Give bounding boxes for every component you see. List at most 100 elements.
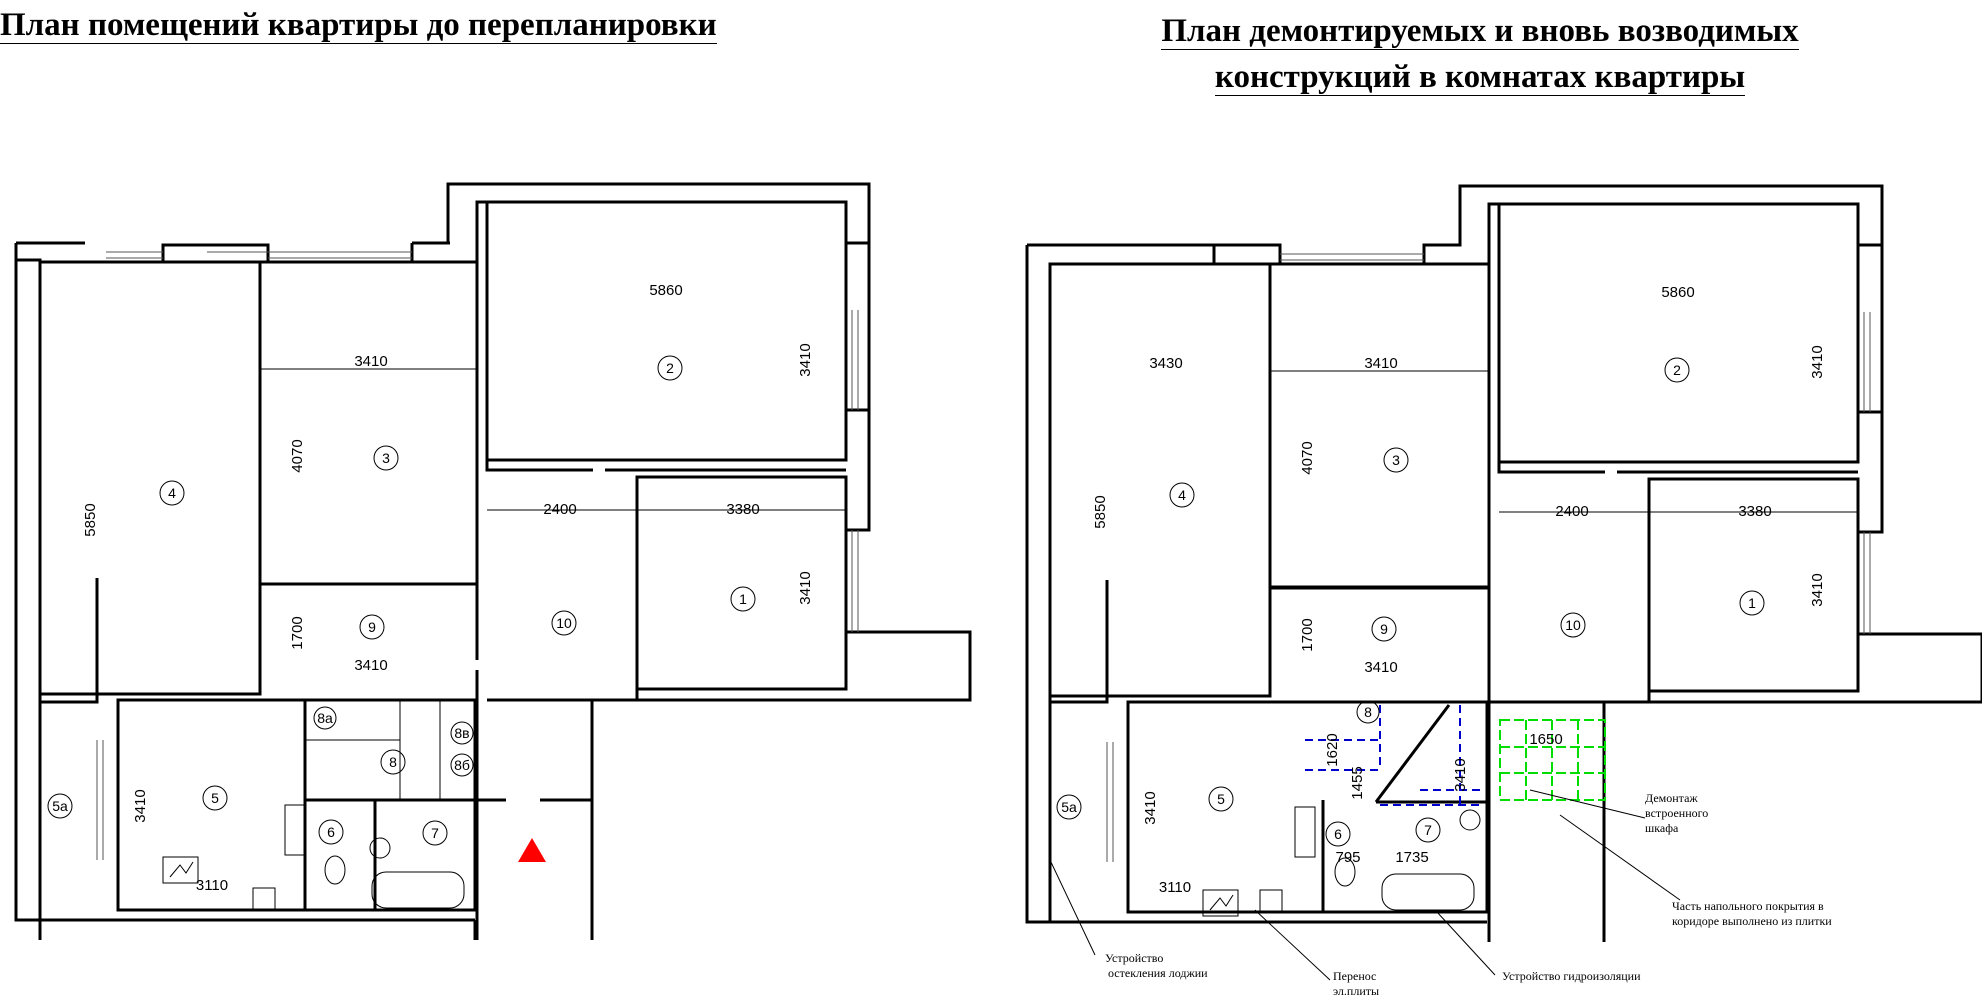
- left-room-7: 7: [431, 825, 439, 841]
- left-room-circle-9: [359, 614, 385, 640]
- left-room-9: 9: [368, 619, 376, 635]
- right-room-circle-4: [1169, 482, 1195, 508]
- left-room-circle-8: [380, 749, 406, 775]
- right-room-circle-6: [1325, 821, 1351, 847]
- right-dim-2400: 2400: [1555, 503, 1588, 520]
- right-dim-5850: 5850: [1092, 495, 1109, 528]
- right-room-circle-10: [1560, 612, 1586, 638]
- right-corridor-wall: [1050, 462, 1858, 942]
- right-bath-block: [1126, 700, 1489, 914]
- right-plan-title: План демонтируемых и вновь возводимых ко…: [1080, 8, 1880, 100]
- left-washer-icon: [284, 804, 306, 856]
- left-room-3: 3: [382, 450, 390, 466]
- left-main-outline: [38, 182, 871, 940]
- left-room-circle-2: [657, 355, 683, 381]
- left-room-circle-4: [159, 480, 185, 506]
- right-room-3: 3: [1392, 452, 1400, 468]
- left-bath-block: [116, 698, 477, 912]
- right-toilet-icon: [1334, 857, 1356, 887]
- left-room-4: 4: [168, 485, 176, 501]
- right-room-circle-7: [1415, 817, 1441, 843]
- left-wet-zone: [303, 700, 592, 910]
- right-dim-3430: 3430: [1149, 355, 1182, 372]
- right-dim-4070: 4070: [1299, 441, 1316, 474]
- left-room-8a: 8а: [317, 710, 333, 726]
- left-dim-3410-room3: 3410: [354, 353, 387, 370]
- left-room-8: 8: [389, 754, 397, 770]
- left-room-8v: 8в: [454, 725, 469, 741]
- left-interior-lines: [260, 368, 846, 800]
- right-room2-walls: [1497, 202, 1860, 464]
- right-stove-icon: [1202, 889, 1239, 917]
- left-room-circle-1: [730, 586, 756, 612]
- right-washer-icon: [1294, 806, 1316, 858]
- right-plan-title-line1: План демонтируемых и вновь возводимых: [1161, 13, 1799, 50]
- right-room3-walls: [1268, 262, 1491, 590]
- left-plan-title: План помещений квартиры до перепланировк…: [0, 2, 890, 48]
- note-demontazh-line3: шкафа: [1645, 821, 1679, 835]
- right-room-5a: 5а: [1061, 799, 1077, 815]
- right-plan-title-line2: конструкций в комнатах квартиры: [1214, 59, 1746, 96]
- right-dim-1735: 1735: [1395, 849, 1428, 866]
- left-dim-3410-room1: 3410: [797, 571, 814, 604]
- right-right-wall: [1602, 243, 1982, 942]
- right-dim-1620: 1620: [1324, 733, 1341, 766]
- left-right-wall: [590, 241, 972, 940]
- note-stove-line2: эл.плиты: [1333, 984, 1379, 998]
- left-room-circle-6: [318, 819, 344, 845]
- left-floor-plan: 5860 3410 3410 4070 5850 2400 3380 3410 …: [14, 182, 972, 940]
- right-floor-plan: 5860 3410 3430 3410 4070 5850 2400 3380 …: [1025, 184, 1982, 998]
- left-room-circle-7: [422, 820, 448, 846]
- left-dim-4070: 4070: [289, 439, 306, 472]
- left-bathtub-icon: [371, 871, 465, 909]
- left-dim-5860: 5860: [649, 282, 682, 299]
- right-wet-zone: [1321, 704, 1487, 912]
- left-room-5: 5: [211, 790, 219, 806]
- left-windows: [96, 251, 859, 860]
- note-floor-line1: Часть напольного покрытия в: [1672, 899, 1824, 913]
- entrance-marker-icon: [518, 838, 546, 862]
- right-room-10: 10: [1565, 617, 1581, 633]
- right-windows: [1106, 253, 1871, 862]
- right-stove-icon-mark: [1209, 894, 1234, 911]
- right-dim-1700: 1700: [1299, 618, 1316, 651]
- left-room-circle-8v: [450, 721, 474, 745]
- note-glazing-line1: Устройство: [1105, 951, 1163, 965]
- left-room3-walls: [258, 260, 479, 586]
- right-room-circle-8: [1356, 700, 1380, 724]
- right-interior-lines: [1270, 370, 1858, 587]
- left-room4-walls: [38, 260, 262, 696]
- right-room-circle-3: [1383, 447, 1409, 473]
- right-room-circle-2: [1664, 357, 1690, 383]
- left-room-5a: 5а: [52, 798, 68, 814]
- right-room-4: 4: [1178, 487, 1186, 503]
- left-room-circle-8b: [450, 753, 474, 777]
- right-dim-795: 795: [1335, 849, 1360, 866]
- left-room-1: 1: [739, 591, 747, 607]
- left-dim-5850: 5850: [82, 503, 99, 536]
- left-room-circle-3: [373, 445, 399, 471]
- note-demontazh-line2: встроенного: [1645, 806, 1708, 820]
- right-room-circle-5: [1208, 786, 1234, 812]
- right-sink-icon: [1259, 889, 1283, 913]
- right-dim-3410-room9: 3410: [1364, 659, 1397, 676]
- note-waterproofing: Устройство гидроизоляции: [1502, 969, 1641, 983]
- right-room-7: 7: [1424, 822, 1432, 838]
- left-dim-3410-room2: 3410: [797, 343, 814, 376]
- right-room4-walls: [1048, 262, 1272, 698]
- left-sink-icon: [252, 887, 276, 911]
- note-stove-line1: Перенос: [1333, 969, 1376, 983]
- left-dim-3410-room9: 3410: [354, 657, 387, 674]
- right-dim-3410-room5: 3410: [1142, 791, 1159, 824]
- left-outer-wall: [14, 241, 99, 922]
- left-washbasin-icon: [369, 837, 391, 859]
- right-dim-3410-room2: 3410: [1809, 345, 1826, 378]
- left-room-circle-10: [551, 610, 577, 636]
- left-room-circle-5a: [47, 793, 73, 819]
- right-dim-3410-bath: 3410: [1452, 758, 1469, 791]
- right-dim-1650: 1650: [1529, 731, 1562, 748]
- left-dim-2400: 2400: [543, 501, 576, 518]
- left-stove-icon: [162, 856, 199, 884]
- right-dim-3410-room3: 3410: [1364, 355, 1397, 372]
